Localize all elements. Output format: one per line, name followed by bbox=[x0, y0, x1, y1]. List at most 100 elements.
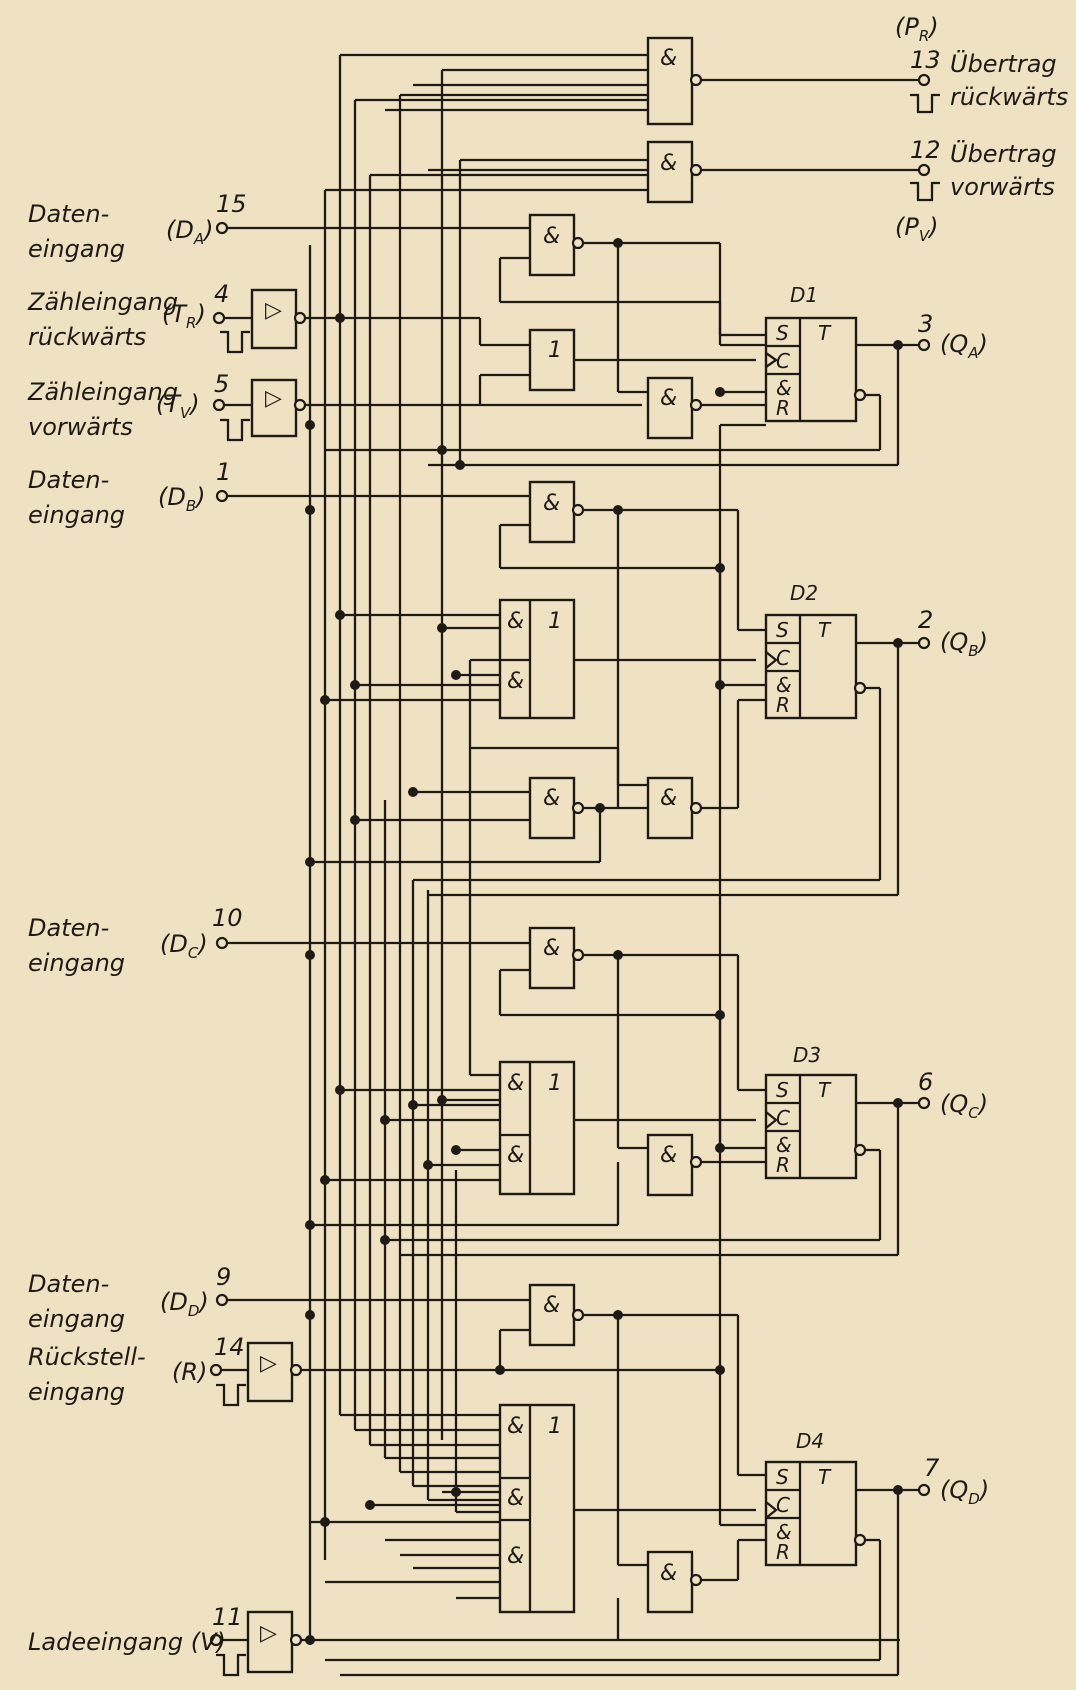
svg-text:&: & bbox=[660, 151, 677, 176]
input-tv: ▷ bbox=[212, 373, 642, 442]
text-labels: Daten- eingang Zähleingang rückwärts Zäh… bbox=[27, 13, 1068, 1656]
sym-tv: (TV) bbox=[156, 390, 200, 422]
label-zaehl-r-2: rückwärts bbox=[28, 323, 146, 351]
pin-1: 1 bbox=[216, 458, 231, 486]
pin-2: 2 bbox=[918, 606, 933, 634]
label-daten-a-1: Daten- bbox=[28, 200, 109, 228]
junctions bbox=[305, 238, 903, 1645]
svg-text:D2: D2 bbox=[790, 581, 818, 605]
label-daten-c-2: eingang bbox=[28, 949, 125, 977]
label-zaehl-r-1: Zähleingang bbox=[27, 288, 178, 316]
pin-3: 3 bbox=[918, 310, 933, 338]
output-pins bbox=[910, 73, 940, 1497]
svg-text:&: & bbox=[543, 936, 560, 961]
label-carry-v-2: vorwärts bbox=[950, 173, 1055, 201]
svg-text:&: & bbox=[507, 1544, 524, 1569]
sym-r: (R) bbox=[172, 1358, 207, 1386]
svg-text:C: C bbox=[776, 646, 790, 670]
svg-text:&: & bbox=[543, 491, 560, 516]
input-da bbox=[215, 221, 530, 235]
svg-text:&: & bbox=[507, 1071, 524, 1096]
label-reset-1: Rückstell- bbox=[28, 1343, 146, 1371]
svg-text:&: & bbox=[660, 1143, 677, 1168]
carry-forward-gate: & bbox=[325, 140, 920, 204]
svg-text:&: & bbox=[776, 376, 792, 400]
svg-text:S: S bbox=[776, 321, 789, 345]
svg-text:1: 1 bbox=[548, 609, 562, 634]
sym-dc: (DC) bbox=[160, 930, 208, 962]
carry-backward-gate: & bbox=[340, 36, 920, 126]
label-load: Ladeeingang (V) bbox=[28, 1628, 226, 1656]
svg-text:&: & bbox=[660, 786, 677, 811]
stage-d: & & & & 1 & bbox=[310, 1283, 766, 1640]
svg-text:C: C bbox=[776, 1106, 790, 1130]
svg-text:1: 1 bbox=[548, 338, 562, 363]
svg-text:C: C bbox=[776, 1493, 790, 1517]
pin-6: 6 bbox=[918, 1068, 933, 1096]
pin-10: 10 bbox=[212, 904, 243, 932]
flipflop-d3: S C & R T D3 bbox=[385, 1043, 920, 1257]
svg-text:R: R bbox=[776, 396, 790, 420]
pin-7: 7 bbox=[924, 1454, 940, 1482]
svg-text:C: C bbox=[776, 349, 790, 373]
svg-text:&: & bbox=[660, 1561, 677, 1586]
svg-text:&: & bbox=[543, 1293, 560, 1318]
svg-text:S: S bbox=[776, 618, 789, 642]
label-carry-r-1: Übertrag bbox=[950, 49, 1057, 78]
pin-12: 12 bbox=[910, 136, 941, 164]
label-zaehl-v-1: Zähleingang bbox=[27, 378, 178, 406]
stage-c: & & & 1 & bbox=[310, 926, 766, 1227]
pin-9: 9 bbox=[216, 1263, 231, 1291]
pin-13: 13 bbox=[910, 46, 941, 74]
input-dc bbox=[215, 936, 530, 950]
sym-dd: (DD) bbox=[160, 1288, 209, 1320]
sym-qa: (QA) bbox=[940, 330, 988, 362]
svg-text:&: & bbox=[543, 786, 560, 811]
stage-b: & & & 1 & & bbox=[310, 480, 766, 864]
label-carry-v-1: Übertrag bbox=[950, 139, 1057, 168]
label-daten-c-1: Daten- bbox=[28, 914, 109, 942]
input-r: ▷ bbox=[209, 1341, 720, 1407]
svg-text:T: T bbox=[818, 1078, 832, 1102]
label-daten-b-2: eingang bbox=[28, 501, 125, 529]
sym-qb: (QB) bbox=[940, 628, 988, 660]
flipflop-d1: S C & R T D1 bbox=[325, 283, 920, 467]
stage-a: & 1 & bbox=[498, 213, 766, 1370]
flipflop-d4: S C & R T D4 bbox=[325, 1429, 920, 1677]
svg-text:1: 1 bbox=[548, 1414, 562, 1439]
svg-text:&: & bbox=[776, 673, 792, 697]
svg-text:&: & bbox=[776, 1520, 792, 1544]
sym-qc: (QC) bbox=[940, 1090, 988, 1122]
vertical-bus bbox=[308, 55, 472, 1645]
svg-text:&: & bbox=[507, 669, 524, 694]
svg-text:&: & bbox=[776, 1133, 792, 1157]
flipflop-d2: S C & R T D2 bbox=[413, 581, 920, 897]
input-dd bbox=[215, 1293, 530, 1307]
sym-pv: (PV) bbox=[895, 213, 938, 245]
sym-qd: (QD) bbox=[940, 1476, 989, 1508]
svg-text:R: R bbox=[776, 693, 790, 717]
pin-5: 5 bbox=[214, 370, 229, 398]
svg-text:▷: ▷ bbox=[265, 386, 282, 411]
label-reset-2: eingang bbox=[28, 1378, 125, 1406]
svg-text:&: & bbox=[660, 386, 677, 411]
pin-15: 15 bbox=[216, 190, 247, 218]
svg-text:1: 1 bbox=[548, 1071, 562, 1096]
svg-text:▷: ▷ bbox=[260, 1621, 277, 1646]
label-daten-d-1: Daten- bbox=[28, 1270, 109, 1298]
sym-tr: (TR) bbox=[162, 300, 206, 332]
pin-14: 14 bbox=[214, 1333, 245, 1361]
svg-text:T: T bbox=[818, 1465, 832, 1489]
label-zaehl-v-2: vorwärts bbox=[28, 413, 133, 441]
svg-text:▷: ▷ bbox=[265, 298, 282, 323]
svg-text:&: & bbox=[507, 1486, 524, 1511]
input-v: ▷ bbox=[209, 1610, 900, 1677]
svg-text:S: S bbox=[776, 1078, 789, 1102]
svg-text:▷: ▷ bbox=[260, 1351, 277, 1376]
sym-pr: (PR) bbox=[895, 13, 939, 45]
svg-text:&: & bbox=[507, 1414, 524, 1439]
svg-text:&: & bbox=[507, 1143, 524, 1168]
svg-text:&: & bbox=[507, 609, 524, 634]
svg-text:&: & bbox=[660, 46, 677, 71]
